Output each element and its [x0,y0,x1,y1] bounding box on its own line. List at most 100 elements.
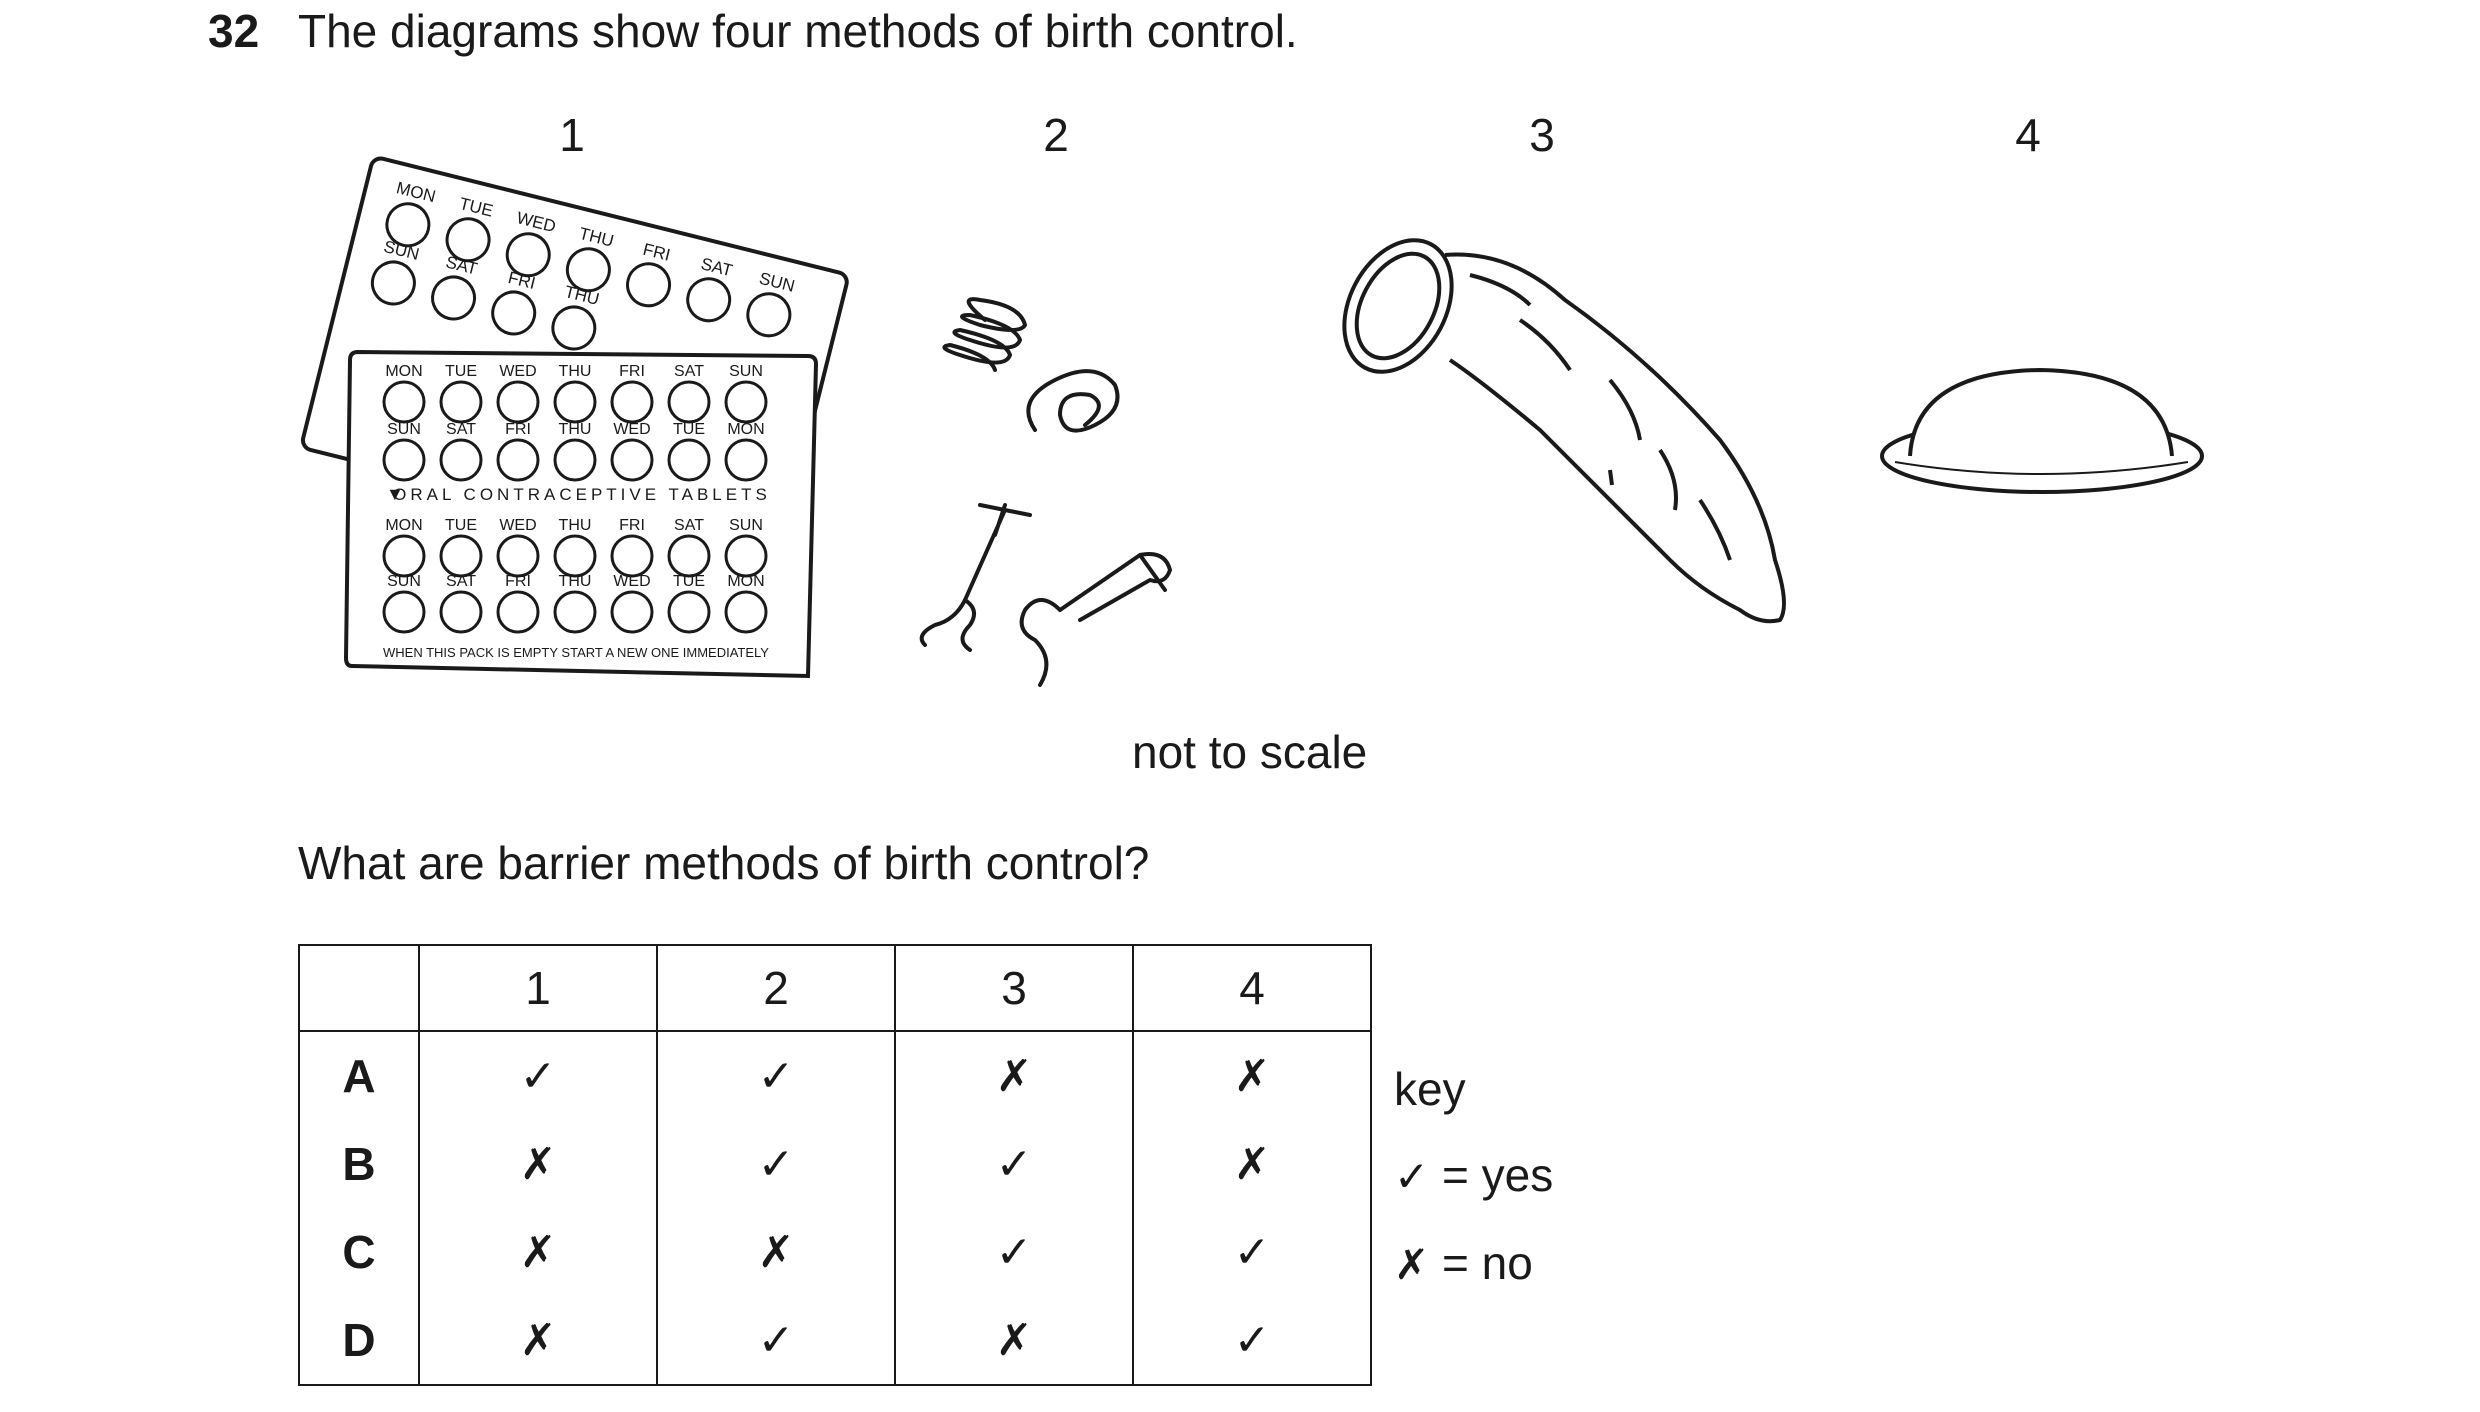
pill-day-label: SAT [446,573,476,590]
pill-blister [626,262,672,308]
table-header-cell [298,944,420,1032]
pill-pack-footer: WHEN THIS PACK IS EMPTY START A NEW ONE … [383,645,769,660]
key-no: ✗ = no [1394,1236,1533,1290]
pill-day-label: FRI [619,517,645,534]
pill-blister [553,380,597,424]
pill-day-label: SUN [729,363,763,380]
pill-blister [496,590,540,634]
iud-icon [919,297,1173,687]
not-to-scale-note: not to scale [1132,726,1368,778]
mark-cell: ✗ [1132,1030,1372,1120]
table-header-cell: 3 [894,944,1134,1032]
mark-cell: ✓ [1132,1208,1372,1296]
table-row: B ✗ ✓ ✓ ✗ [298,1120,1372,1208]
key-no-text: = no [1429,1237,1533,1289]
question-number: 32 [208,5,260,57]
pill-day-label: THU [559,421,592,438]
pill-day-label: MON [385,517,422,534]
pill-day-label: SUN [387,421,421,438]
pill-day-label: WED [499,517,536,534]
pill-blister [439,380,483,424]
option-label-d: D [298,1296,420,1386]
key-yes: ✓ = yes [1394,1148,1553,1202]
answer-options-table: 1 2 3 4 A ✓ ✓ ✗ ✗ B ✗ ✓ ✓ ✗ C ✗ ✗ ✓ ✓ D [298,944,1372,1386]
pill-blister [724,534,768,578]
pill-blister [382,590,426,634]
pill-blister [496,438,540,482]
option-label-b: B [298,1120,420,1208]
table-row: C ✗ ✗ ✓ ✓ [298,1208,1372,1296]
pill-blister [667,534,711,578]
pill-blister [565,247,611,293]
pill-blister [382,534,426,578]
pill-day-label: FRI [619,363,645,380]
diagram-label-3: 3 [1529,109,1555,161]
key-yes-text: = yes [1429,1149,1554,1201]
pill-day-label: SAT [446,421,476,438]
pill-blister [431,275,477,321]
pill-day-label: WED [613,573,650,590]
pill-blister [724,380,768,424]
pill-blister [439,534,483,578]
pill-blister [724,438,768,482]
pill-day-label: TUE [445,363,477,380]
pill-blister [667,438,711,482]
pill-day-label: FRI [505,573,531,590]
pill-day-label: MON [727,421,764,438]
pill-blister [724,590,768,634]
pill-blister [445,217,491,263]
pill-blister [610,590,654,634]
pill-blister [553,438,597,482]
check-icon: ✓ [1394,1152,1430,1201]
pill-day-label: FRI [505,421,531,438]
pill-day-label: MON [385,363,422,380]
pill-blister [496,534,540,578]
mark-cell: ✓ [656,1120,896,1208]
pill-blister [610,380,654,424]
pill-day-label: THU [559,363,592,380]
table-header-row: 1 2 3 4 [298,944,1372,1032]
pill-day-label: TUE [445,517,477,534]
pill-blister [382,380,426,424]
pill-blister [505,232,551,278]
pill-day-label: SUN [387,573,421,590]
pill-day-label: SUN [729,517,763,534]
pill-day-label: THU [559,517,592,534]
question-prompt: What are barrier methods of birth contro… [298,837,1150,889]
mark-cell: ✓ [894,1208,1134,1296]
mark-cell: ✓ [656,1296,896,1386]
table-row: A ✓ ✓ ✗ ✗ [298,1030,1372,1120]
mark-cell: ✗ [418,1296,658,1386]
pill-day-label: TUE [673,573,705,590]
pill-blister [370,260,416,306]
pill-pack-title: ORAL CONTRACEPTIVE TABLETS [393,485,771,504]
mark-cell: ✗ [656,1208,896,1296]
question-text: The diagrams show four methods of birth … [298,5,1298,57]
pill-day-label: THU [559,573,592,590]
mark-cell: ✗ [418,1208,658,1296]
pill-blister [439,590,483,634]
table-header-cell: 2 [656,944,896,1032]
key-title: key [1394,1063,1466,1115]
diagrams-illustration: MON TUE WED THU FRI SAT SUN SUN SAT FRI THU MON TU… [300,156,2204,687]
svg-text:▼: ▼ [386,484,404,504]
pill-day-label: TUE [673,421,705,438]
pill-pack-front: MON TUE WED THU FRI SAT SUN SUN SAT FRI THU WED TUE M… [343,349,819,679]
pill-blister [382,438,426,482]
mark-cell: ✗ [894,1030,1134,1120]
table-row: D ✗ ✓ ✗ ✓ [298,1296,1372,1386]
option-label-c: C [298,1208,420,1296]
mark-cell: ✓ [656,1030,896,1120]
option-label-a: A [298,1030,420,1120]
cross-icon: ✗ [1394,1240,1430,1289]
pill-blister [491,290,537,336]
pill-blister [610,534,654,578]
pill-blister [610,438,654,482]
pill-blister [746,292,792,338]
diagram-label-2: 2 [1043,109,1069,161]
pill-day-label: SAT [674,517,704,534]
pill-blister [667,590,711,634]
diaphragm-icon [1880,367,2204,494]
pill-day-label: WED [613,421,650,438]
pill-blister [553,590,597,634]
